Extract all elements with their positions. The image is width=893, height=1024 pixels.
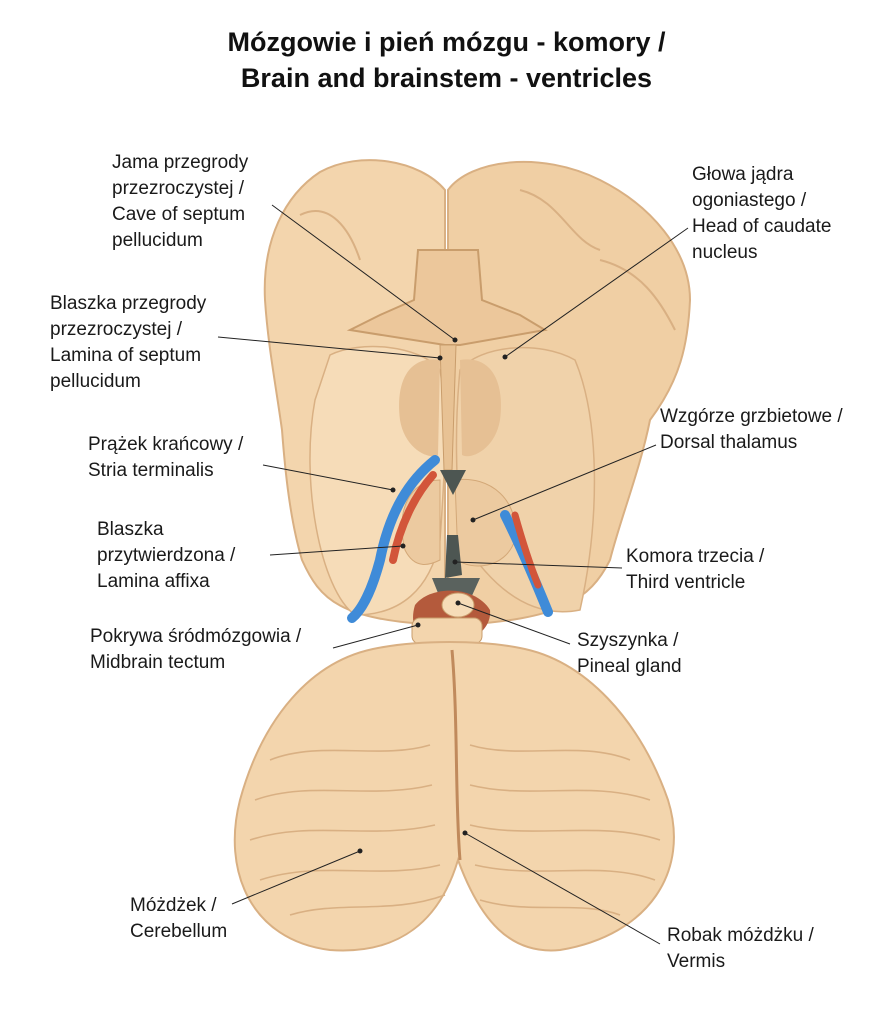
- leader-cave-septum: [271, 204, 456, 341]
- label-line: Head of caudate: [692, 216, 832, 237]
- stria-red-left: [389, 471, 437, 564]
- label-midbrain-tectum: Pokrywa śródmózgowia / Midbrain tectum: [90, 624, 301, 676]
- label-line: Jama przegrody: [112, 152, 249, 173]
- label-line: Vermis: [667, 951, 726, 972]
- label-line: Prążek krańcowy /: [88, 434, 244, 455]
- stria-red-right: [511, 511, 542, 589]
- vermis-line: [450, 649, 462, 861]
- leader-cerebellum: [231, 850, 361, 905]
- leader-lamina-septum: [217, 336, 441, 359]
- cerebellar-folia: [249, 744, 661, 916]
- label-line: pellucidum: [112, 230, 203, 251]
- label-pineal-gland: Szyszynka / Pineal gland: [577, 628, 682, 680]
- leader-dots: [357, 337, 508, 854]
- label-line: Robak móżdżku /: [667, 925, 814, 946]
- title-line-1: Mózgowie i pień mózgu - komory /: [227, 27, 666, 57]
- leader-dorsal-thalamus: [472, 444, 657, 521]
- label-line: ogoniastego /: [692, 190, 807, 211]
- cerebellum-shape: [233, 641, 675, 952]
- stria-blue-left: [347, 455, 440, 623]
- label-line: Szyszynka /: [577, 630, 679, 651]
- label-line: Pineal gland: [577, 656, 682, 677]
- label-line: Stria terminalis: [88, 460, 214, 481]
- third-ventricle-shape: [445, 535, 462, 578]
- label-caudate-head: Głowa jądra ogoniastego / Head of caudat…: [692, 162, 831, 266]
- label-line: przytwierdzona /: [97, 545, 236, 566]
- label-line: Lamina of septum: [50, 345, 202, 366]
- label-third-ventricle: Komora trzecia / Third ventricle: [626, 544, 764, 596]
- gyrus-line: [599, 259, 676, 331]
- label-line: Cerebellum: [130, 921, 228, 942]
- label-line: Móżdżek /: [130, 895, 217, 916]
- label-line: pellucidum: [50, 371, 141, 392]
- label-line: Blaszka przegrody: [50, 293, 207, 314]
- label-line: przezroczystej /: [112, 178, 244, 199]
- leader-stria-terminalis: [262, 464, 394, 491]
- leader-lamina-affixa: [269, 545, 404, 556]
- label-line: Blaszka: [97, 519, 164, 540]
- leader-caudate-head: [504, 227, 689, 358]
- label-line: Głowa jądra: [692, 164, 794, 185]
- leader-vermis: [464, 832, 661, 945]
- brainstem-stub: [411, 617, 483, 645]
- leader-third-ventricle: [454, 561, 623, 569]
- gyrus-line: [519, 189, 601, 251]
- gyrus-line: [299, 210, 361, 261]
- ventricle-dark: [440, 470, 466, 495]
- label-dorsal-thalamus: Wzgórze grzbietowe / Dorsal thalamus: [660, 404, 843, 456]
- label-line: Cave of septum: [112, 204, 246, 225]
- label-line: Third ventricle: [626, 572, 746, 593]
- label-vermis: Robak móżdżku / Vermis: [667, 923, 814, 975]
- caudate-nucleus-left: [399, 359, 440, 457]
- title-line-2: Brain and brainstem - ventricles: [240, 63, 653, 93]
- leader-midbrain-tectum: [332, 624, 419, 649]
- leader-pineal-gland: [457, 602, 571, 645]
- leader-lines: [217, 204, 689, 945]
- caudate-nucleus: [460, 359, 501, 457]
- label-line: Lamina affixa: [97, 571, 210, 592]
- corpus-callosum: [346, 249, 548, 346]
- label-cerebellum: Móżdżek / Cerebellum: [130, 893, 227, 945]
- label-line: Midbrain tectum: [90, 652, 226, 673]
- label-lamina-septum: Blaszka przegrody przezroczystej / Lamin…: [50, 291, 206, 395]
- label-line: Dorsal thalamus: [660, 432, 798, 453]
- label-line: Wzgórze grzbietowe /: [660, 406, 843, 427]
- label-line: przezroczystej /: [50, 319, 182, 340]
- label-lamina-affixa: Blaszka przytwierdzona / Lamina affixa: [97, 517, 235, 595]
- label-line: Komora trzecia /: [626, 546, 765, 567]
- label-cave-septum: Jama przegrody przezroczystej / Cave of …: [112, 150, 248, 254]
- label-stria-terminalis: Prążek krańcowy / Stria terminalis: [88, 432, 243, 484]
- label-line: nucleus: [692, 242, 758, 263]
- label-line: Pokrywa śródmózgowia /: [90, 626, 302, 647]
